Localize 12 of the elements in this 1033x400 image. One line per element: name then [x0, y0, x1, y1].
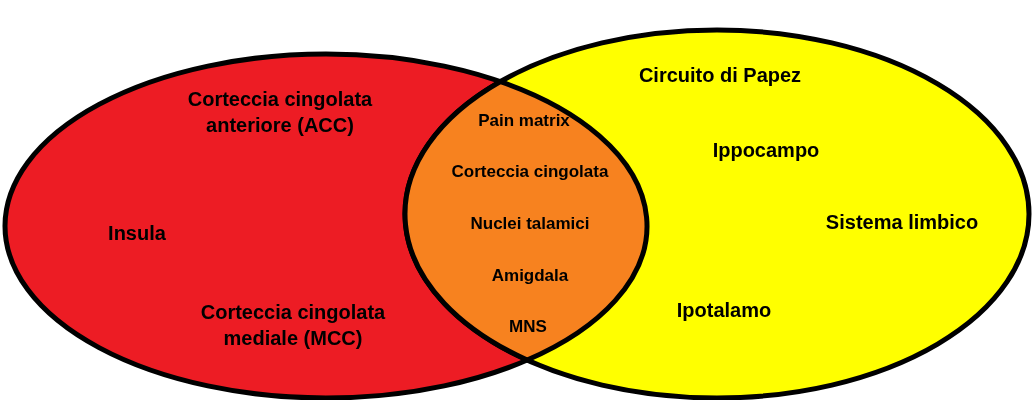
region-label: Corteccia cingolata anteriore (ACC)	[186, 87, 374, 138]
region-label: Nuclei talamici	[469, 212, 591, 235]
region-label: MNS	[508, 315, 548, 338]
region-label: Corteccia cingolata mediale (MCC)	[199, 300, 387, 351]
region-label: Sistema limbico	[824, 210, 980, 235]
region-label: Circuito di Papez	[637, 63, 803, 88]
region-label: Pain matrix	[477, 109, 571, 132]
region-label: Insula	[107, 221, 167, 246]
region-label: Corteccia cingolata	[450, 160, 610, 183]
region-label: Amigdala	[490, 264, 570, 287]
region-label: Ippocampo	[711, 138, 821, 163]
region-label: Ipotalamo	[675, 298, 773, 323]
